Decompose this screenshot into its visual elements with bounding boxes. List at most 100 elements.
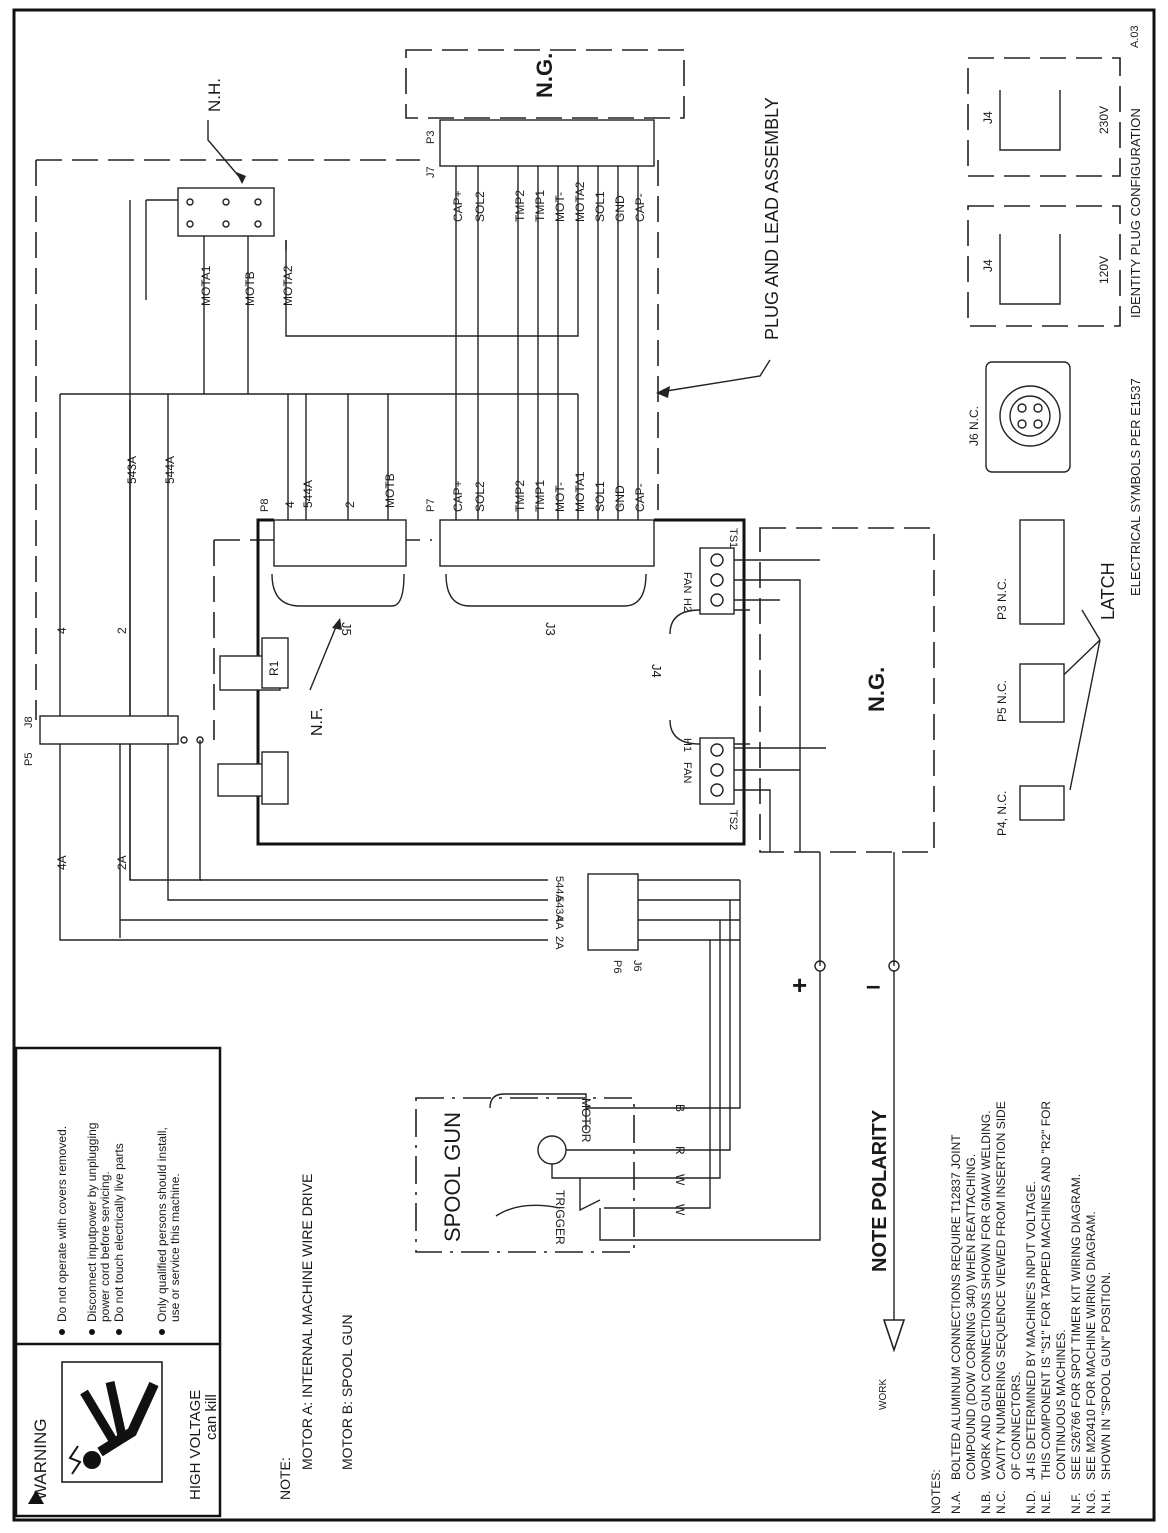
- j4-230-label: J4: [981, 111, 995, 124]
- gun-wire-2: W: [673, 1174, 687, 1186]
- j6-label: J6: [631, 960, 643, 972]
- p8-wire-3: MOTB: [383, 473, 397, 508]
- fan-label-ts1: FAN: [681, 572, 693, 593]
- note-code-2: N.B.: [979, 1491, 993, 1514]
- p6-wire-2: 4A: [553, 916, 565, 930]
- p8-wire-1: 544A: [301, 480, 315, 508]
- pc-board: J5 J3 R1 N.F. J4 TS1 FAN H2 TS2 H1 FAN: [217, 518, 750, 846]
- harness-wires: [60, 166, 639, 520]
- note-text-3: CAVITY NUMBERING SEQUENCE VIEWED FROM IN…: [994, 1101, 1008, 1480]
- gun-wire-0: B: [673, 1104, 687, 1112]
- sheet-code: A.03: [1129, 25, 1141, 48]
- note-text-5: J4 IS DETERMINED BY MACHINE'S INPUT VOLT…: [1024, 1181, 1038, 1480]
- warning-title: WARNING: [31, 1418, 50, 1500]
- polarity-plus: +: [792, 970, 807, 1000]
- motor-note-b: MOTOR B: SPOOL GUN: [339, 1314, 355, 1470]
- note-text-8: SEE S26766 FOR SPOT TIMER KIT WIRING DIA…: [1069, 1174, 1083, 1480]
- 120v-label: 120V: [1097, 256, 1111, 284]
- spool-gun: SPOOL GUN MOTOR TRIGGER: [415, 1093, 650, 1253]
- left-wire-0: 543A: [125, 456, 139, 484]
- p5-nc-label: P5 N.C.: [995, 680, 1009, 722]
- note-code-3: N.C.: [994, 1490, 1008, 1514]
- p7-wire-3: TMP1: [533, 480, 547, 512]
- ng-top-wire-8: CAP-: [633, 193, 647, 222]
- warning-bullet-2a: Disconnect inputpower by unplugging: [85, 1123, 99, 1322]
- left-wire-2: 4: [55, 627, 69, 634]
- p4-nc-label: P4, N.C.: [995, 791, 1009, 836]
- plug-lead-label: PLUG AND LEAD ASSEMBLY: [762, 97, 782, 340]
- ng-top-wire-5: MOTA2: [573, 181, 587, 222]
- ng-top-wire-6: SOL1: [593, 191, 607, 222]
- note-code-10: N.H.: [1099, 1490, 1113, 1514]
- p8-wire-0: 4: [283, 501, 297, 508]
- ts2-label: TS2: [727, 810, 739, 830]
- polarity-minus: –: [866, 970, 880, 1000]
- note-text-2: WORK AND GUN CONNECTIONS SHOWN FOR GMAW …: [979, 1110, 993, 1480]
- warning-bullet-4b: use or service this machine.: [168, 1173, 182, 1322]
- ng-top-label: N.G.: [532, 53, 557, 98]
- electrical-symbols-label: ELECTRICAL SYMBOLS PER E1537: [1128, 378, 1143, 596]
- p7-wire-0: CAP+: [451, 480, 465, 512]
- nf-label: N.F.: [309, 708, 326, 736]
- note-text-4: OF CONNECTORS.: [1009, 1372, 1023, 1480]
- h1-label: H1: [681, 738, 693, 752]
- note-text-6: THIS COMPONENT IS "S1" FOR TAPPED MACHIN…: [1039, 1101, 1053, 1480]
- j6-nc-connector: J6 N.C.: [967, 361, 1071, 473]
- plug-lead-enclosure: [36, 159, 659, 520]
- work-label: WORK: [878, 1379, 889, 1410]
- j4-120-label: J4: [981, 259, 995, 272]
- j7-label: J7: [425, 166, 437, 178]
- note-code-0: N.A.: [949, 1491, 963, 1514]
- ng-right-label: N.G.: [864, 667, 889, 712]
- p7-wire-1: SOL2: [473, 481, 487, 512]
- p8-label: P8: [259, 499, 271, 512]
- trigger-label: TRIGGER: [553, 1190, 567, 1245]
- note-code-5: N.D.: [1024, 1490, 1038, 1514]
- warning-triangle-icon: [28, 1490, 44, 1504]
- p7-wire-5: MOTA1: [573, 471, 587, 512]
- nh-wire-2: MOTA2: [281, 265, 295, 306]
- nh-label: N.H.: [205, 78, 224, 112]
- note-text-1: COMPOUND (DOW CORNING 340) WHEN REATTACH…: [964, 1154, 978, 1480]
- motor-label: MOTOR: [579, 1098, 593, 1143]
- p7-wire-6: SOL1: [593, 481, 607, 512]
- p8-wire-labels: 4 544A 2 MOTB: [283, 473, 397, 508]
- gun-wire-1: R: [673, 1146, 687, 1155]
- spool-gun-wire-letters: B R W W: [673, 1104, 687, 1216]
- p7-connector: P7: [425, 499, 655, 567]
- ng-right-block: N.G. + – WORK NOTE POLARITY: [599, 527, 935, 1410]
- warning-bullet-1: Do not operate with covers removed.: [55, 1126, 69, 1322]
- sheet-border: [12, 8, 1156, 1522]
- ng-top-wire-7: GND: [613, 195, 627, 222]
- p3-nc-label: P3 N.C.: [995, 578, 1009, 620]
- p8-connector: P8: [259, 394, 407, 567]
- ng-top-wire-3: TMP1: [533, 190, 547, 222]
- note-polarity-label: NOTE POLARITY: [869, 1109, 891, 1272]
- left-wire-4: 4A: [55, 855, 69, 870]
- latch-label: LATCH: [1098, 562, 1118, 620]
- p6-wire-1: 543A: [553, 896, 565, 922]
- nh-wire-0: MOTA1: [199, 265, 213, 306]
- note-text-9: SEE M20410 FOR MACHINE WIRING DIAGRAM.: [1084, 1211, 1098, 1480]
- p7-wire-2: TMP2: [513, 480, 527, 512]
- notes-heading: NOTES:: [929, 1469, 943, 1514]
- gun-wire-3: W: [673, 1204, 687, 1216]
- j5-label: J5: [339, 622, 354, 636]
- p8-wire-2: 2: [343, 501, 357, 508]
- notes-block: NOTES: N.A.BOLTED ALUMINUM CONNECTIONS R…: [929, 1101, 1113, 1514]
- p6-j6-connector: P6 J6: [587, 873, 741, 1209]
- ng-top-wire-4: MOT-: [553, 192, 567, 222]
- warning-caption-1: HIGH VOLTAGE: [187, 1390, 204, 1500]
- warning-bullets: Do not operate with covers removed. Disc…: [55, 1123, 182, 1335]
- motor-note-heading: NOTE:: [277, 1457, 293, 1500]
- j8-label: J8: [23, 716, 35, 728]
- identity-plug-120v: J4 120V: [967, 205, 1121, 327]
- motor-note-a: MOTOR A: INTERNAL MACHINE WIRE DRIVE: [299, 1174, 315, 1470]
- left-wire-3: 2: [115, 627, 129, 634]
